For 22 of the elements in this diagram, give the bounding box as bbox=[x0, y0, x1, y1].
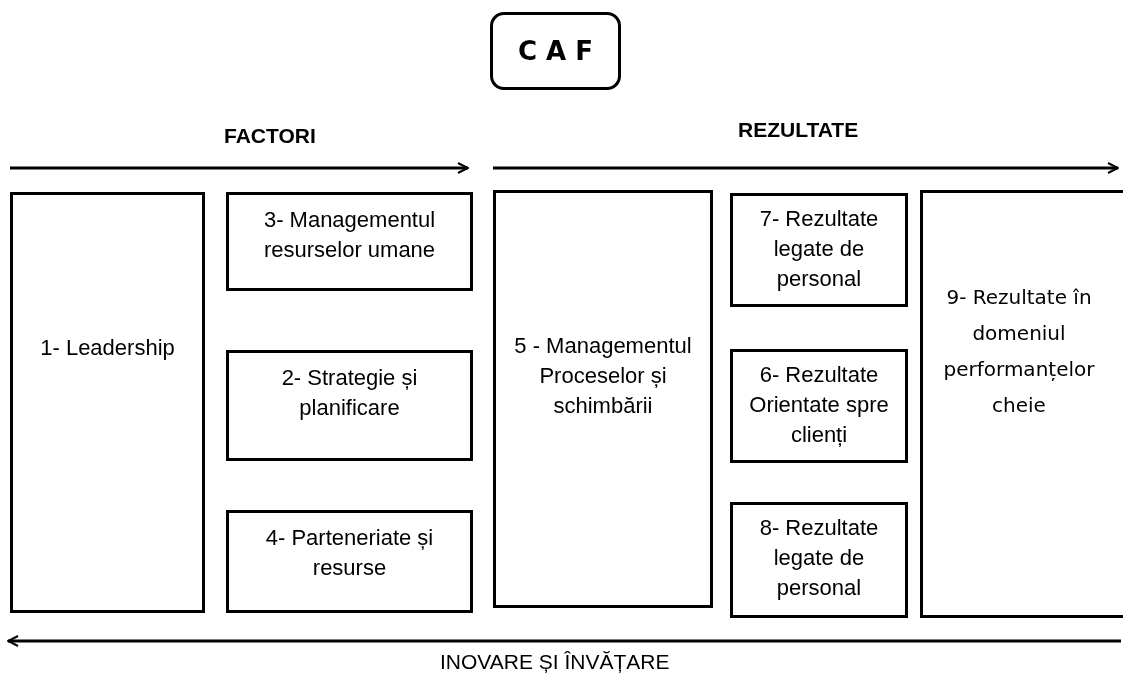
process-box bbox=[493, 190, 713, 608]
process-box bbox=[730, 502, 908, 618]
box-text: 7- Rezultate legate de personal bbox=[758, 205, 880, 293]
process-box bbox=[730, 349, 908, 463]
title-badge: C A F bbox=[490, 12, 621, 90]
box-text: 5 - Managementul Proceselor și schimbării bbox=[513, 332, 693, 420]
process-box bbox=[226, 192, 473, 291]
section-label: FACTORI bbox=[224, 124, 316, 148]
process-box bbox=[226, 510, 473, 613]
box-text: 6- Rezultate Orientate spre clienți bbox=[748, 361, 890, 449]
box-text: 8- Rezultate legate de personal bbox=[758, 514, 880, 602]
box-text: 9- Rezultate în domeniul performanțelor cheie bbox=[942, 284, 1096, 419]
process-box bbox=[226, 350, 473, 461]
section-label: REZULTATE bbox=[738, 118, 859, 142]
process-box bbox=[10, 192, 205, 613]
box-text: 1- Leadership bbox=[39, 334, 176, 362]
process-box bbox=[920, 190, 1123, 618]
box-text: 3- Managementul resurselor umane bbox=[262, 206, 437, 264]
section-label: INOVARE ȘI ÎNVĂȚARE bbox=[440, 650, 670, 674]
process-box bbox=[730, 193, 908, 307]
box-text: 2- Strategie și planificare bbox=[280, 364, 419, 422]
box-text: 4- Parteneriate și resurse bbox=[264, 524, 435, 582]
